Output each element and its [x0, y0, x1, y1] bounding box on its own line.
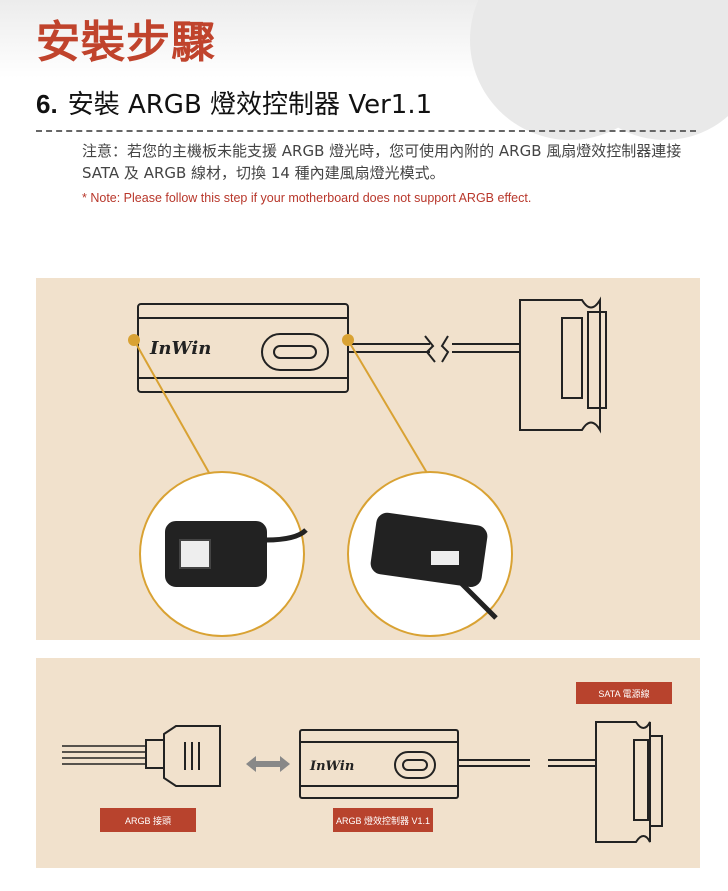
label-sata-power: SATA 電源線 [576, 682, 672, 704]
step-title: 6. 安裝 ARGB 燈效控制器 Ver1.1 [36, 84, 432, 121]
label-argb-header: ARGB 接頭 [100, 808, 196, 832]
sata-connector-bottom [595, 721, 651, 843]
argb-header-connector [163, 725, 221, 787]
note-chinese: 注意：若您的主機板未能支援 ARGB 燈光時，您可使用內附的 ARGB 風扇燈效… [82, 142, 682, 182]
step-number: 6. [36, 89, 58, 119]
double-arrow-icon [246, 756, 290, 772]
sata-connector-top [519, 296, 601, 434]
step-title-text: 安裝 ARGB 燈效控制器 Ver1.1 [67, 90, 433, 120]
brand-logo: InWin [149, 338, 211, 359]
divider [36, 130, 696, 132]
usb-c-port [261, 333, 329, 371]
controller-body-bottom [299, 729, 459, 799]
brand-logo-bottom: InWin [309, 759, 354, 774]
note-english: * Note: Please follow this step if your … [82, 191, 532, 205]
section-title: 安裝步驟 [36, 17, 216, 68]
label-controller: ARGB 燈效控制器 V1.1 [333, 808, 433, 832]
